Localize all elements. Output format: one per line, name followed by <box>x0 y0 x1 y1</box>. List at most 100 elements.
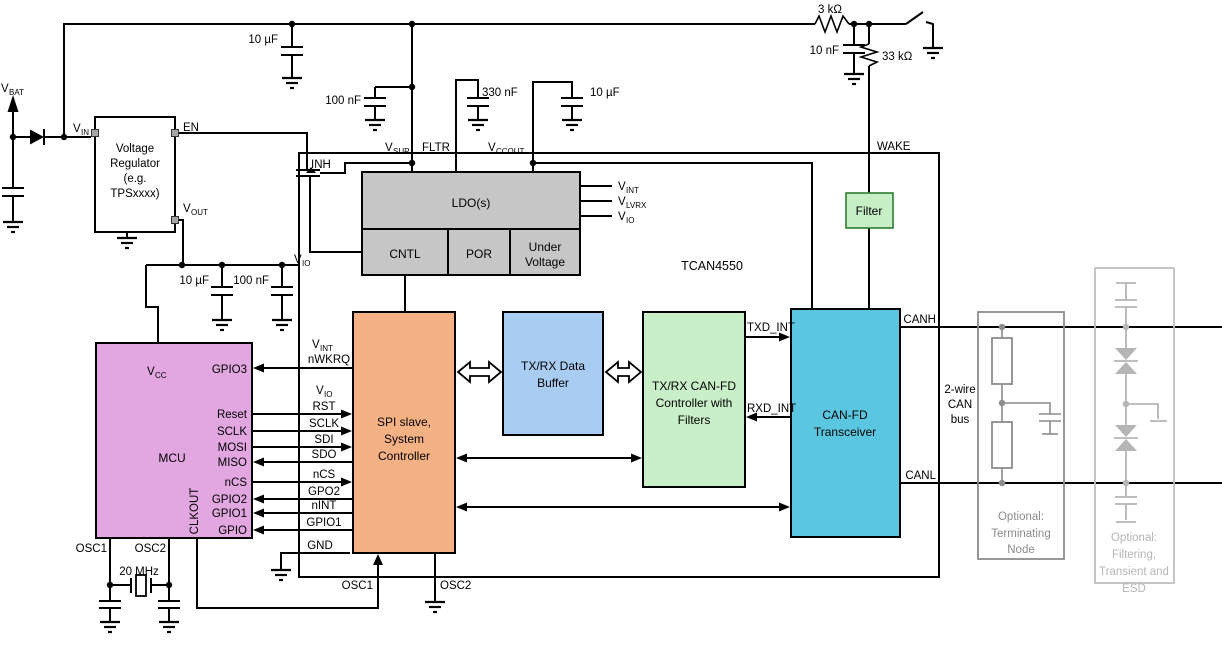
svg-text:Regulator: Regulator <box>110 158 160 170</box>
svg-text:GPIO2: GPIO2 <box>212 494 247 506</box>
svg-text:CAN-FD: CAN-FD <box>822 408 868 422</box>
svg-text:SDO: SDO <box>312 449 337 461</box>
can-bus-label: 2-wire CAN bus <box>944 384 975 426</box>
svg-text:Controller: Controller <box>378 449 430 463</box>
tcan-osc2-label: OSC2 <box>440 580 471 592</box>
svg-text:RST: RST <box>313 401 336 413</box>
wake-label: WAKE <box>877 141 911 153</box>
vccout-label: V <box>488 142 496 154</box>
canfd-transceiver-block <box>790 308 901 538</box>
cap-100nf-vout-label: 100 nF <box>233 275 269 287</box>
resistor-33k-label: 33 kΩ <box>882 51 913 63</box>
svg-text:GPO2: GPO2 <box>308 486 340 498</box>
svg-text:nINT: nINT <box>312 500 337 512</box>
arrowheads <box>253 332 790 565</box>
vbat-label: V <box>1 83 9 95</box>
term-cap-branch <box>1002 402 1051 414</box>
cap-10nf-label: 10 nF <box>810 45 839 57</box>
vio-rail-label: V <box>618 211 626 223</box>
cntl-label: CNTL <box>389 247 421 261</box>
mcu-title: MCU <box>158 451 185 465</box>
tcan4550-title: TCAN4550 <box>681 259 743 273</box>
cap-10uf-vccout-label: 10 µF <box>590 87 620 99</box>
vin-label: V <box>73 123 81 135</box>
sig-vint-label: V <box>312 339 320 351</box>
svg-text:SUP: SUP <box>393 147 409 156</box>
svg-text:Transceiver: Transceiver <box>814 425 876 439</box>
cap-10uf-top-icon <box>281 24 303 78</box>
svg-text:Filtering,: Filtering, <box>1112 549 1156 561</box>
mcu-clkout-label: CLKOUT <box>189 488 201 535</box>
svg-text:TPSxxxx): TPSxxxx) <box>110 188 159 200</box>
hollow-double-arrows <box>456 360 643 384</box>
controller-label: TX/RX CAN-FD Controller with Filters <box>652 379 736 427</box>
svg-text:Voltage: Voltage <box>116 143 154 155</box>
tvs-diode1-icon <box>1114 348 1138 374</box>
tcan-osc1-label: OSC1 <box>342 580 373 592</box>
svg-text:TX/RX Data: TX/RX Data <box>521 359 585 373</box>
en-label: EN <box>183 122 199 134</box>
term-resistor1-icon <box>991 337 1013 385</box>
mcu-osc1-label: OSC1 <box>76 543 107 555</box>
transceiver-label: CAN-FD Transceiver <box>814 408 876 439</box>
terminating-node-label: Optional: Terminating Node <box>991 511 1050 556</box>
logic-wires <box>109 185 1222 609</box>
por-label: POR <box>466 247 492 261</box>
svg-text:Optional:: Optional: <box>998 511 1044 523</box>
svg-text:CCOUT: CCOUT <box>496 147 525 156</box>
cap-10uf-vccout-icon <box>561 97 583 120</box>
canh-label: CANH <box>903 314 936 326</box>
cap-100nf-vsup-icon <box>364 86 412 120</box>
svg-text:OUT: OUT <box>191 208 208 217</box>
fltr-label: FLTR <box>422 142 450 154</box>
xtal-label: 20 MHz <box>119 566 159 578</box>
svg-text:nCS: nCS <box>225 477 248 489</box>
svg-text:Terminating: Terminating <box>991 528 1050 540</box>
svg-text:CAN: CAN <box>948 399 972 411</box>
cap-330nf-fltr-icon <box>467 97 489 120</box>
svg-text:Buffer: Buffer <box>537 376 569 390</box>
svg-text:Voltage: Voltage <box>525 255 565 269</box>
svg-text:LVRX: LVRX <box>626 201 647 210</box>
svg-text:INT: INT <box>626 186 639 195</box>
svg-text:SPI slave,: SPI slave, <box>377 415 431 429</box>
filter-label: Filter <box>856 204 883 218</box>
vlvrx-rail-label: V <box>618 196 626 208</box>
diode-icon <box>30 129 45 145</box>
txd-int-label: TXD_INT <box>747 322 795 334</box>
vbat-arrow-icon <box>7 95 19 112</box>
svg-text:System: System <box>384 432 424 446</box>
svg-text:Reset: Reset <box>217 409 248 421</box>
gnd-label: GND <box>307 540 333 552</box>
crystal-icon <box>130 574 152 597</box>
cap-10uf-vout-label: 10 µF <box>179 275 209 287</box>
cap-100nf-vsup-label: 100 nF <box>325 95 361 107</box>
sig-labels: RST SCLK SDI SDO nCS GPO2 nINT GPIO1 <box>306 401 341 529</box>
vout-pin <box>171 216 179 224</box>
svg-text:SCLK: SCLK <box>217 426 247 438</box>
svg-text:ESD: ESD <box>1122 583 1146 595</box>
tcan4550-boundary <box>298 152 940 578</box>
xtal-cap1-icon <box>99 600 121 622</box>
svg-text:GPIO1: GPIO1 <box>306 517 341 529</box>
power-wires <box>12 21 934 343</box>
sig-nwkrq-label: nWKRQ <box>308 354 350 366</box>
sig-vio-label: V <box>316 385 324 397</box>
ldo-title: LDO(s) <box>452 196 491 210</box>
svg-text:MOSI: MOSI <box>218 442 247 454</box>
svg-text:CC: CC <box>155 371 167 380</box>
inh-label: INH <box>311 159 331 171</box>
svg-text:GPIO: GPIO <box>218 525 247 537</box>
svg-text:TX/RX CAN-FD: TX/RX CAN-FD <box>652 379 736 393</box>
cap-10uf-top-label: 10 µF <box>248 34 278 46</box>
regulator-label: Voltage Regulator (e.g. TPSxxxx) <box>110 143 160 200</box>
svg-text:2-wire: 2-wire <box>944 384 975 396</box>
vsup-label: V <box>385 142 393 154</box>
cap-10nf-icon <box>843 24 865 74</box>
cap-100nf-vout-icon <box>271 265 293 320</box>
mcu-vcc-label: V <box>147 366 155 378</box>
txrx-buffer-block <box>502 311 604 436</box>
junction-dots <box>9 20 873 589</box>
svg-text:Transient and: Transient and <box>1099 566 1169 578</box>
vin-pin <box>91 129 99 137</box>
